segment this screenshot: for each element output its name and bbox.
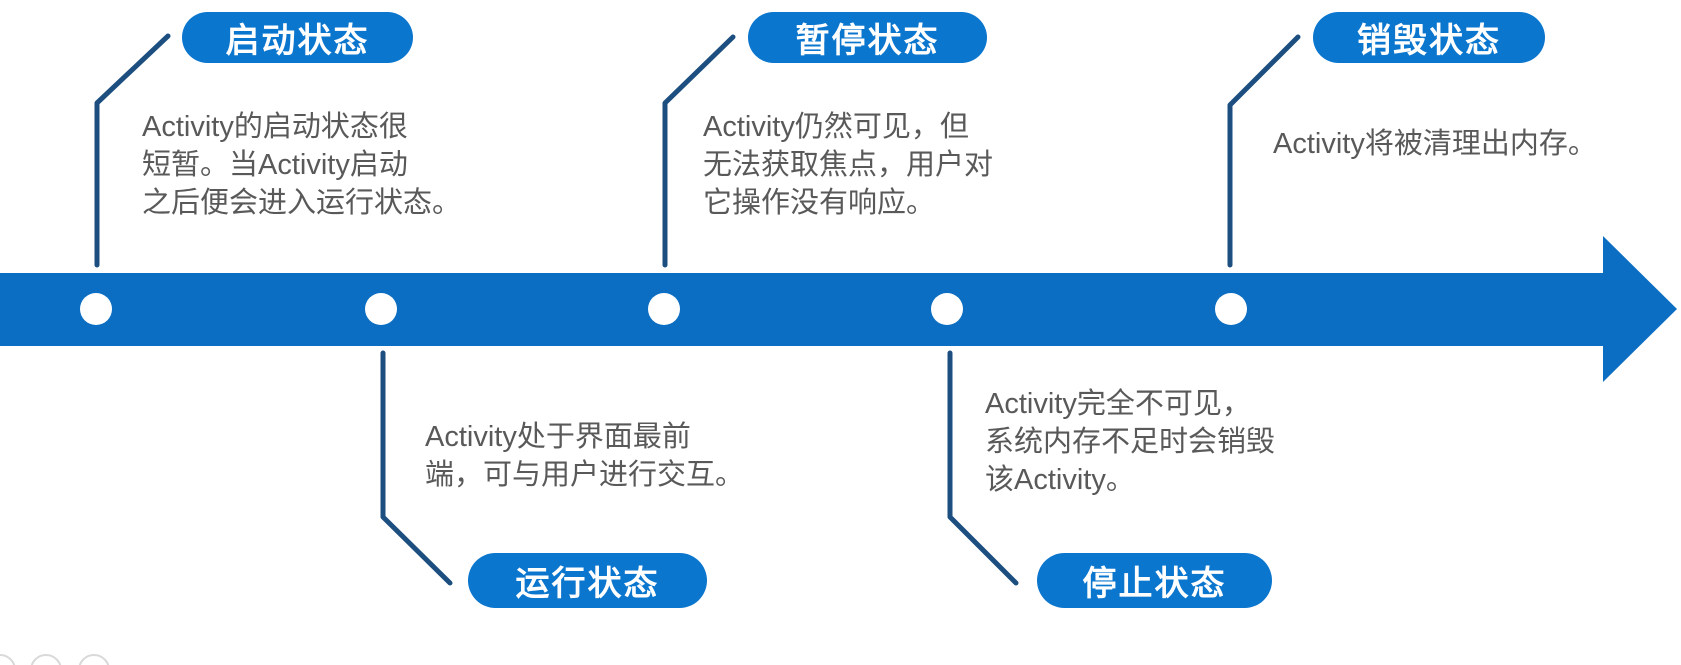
- connector-running-state: [380, 350, 453, 586]
- desc-paused-state: Activity仍然可见，但 无法获取焦点，用户对 它操作没有响应。: [703, 108, 993, 222]
- connector-start-state: [94, 33, 171, 268]
- desc-line: Activity的启动状态很: [142, 111, 408, 143]
- desc-line: Activity处于界面最前: [425, 421, 691, 453]
- timeline-dot-4: [931, 293, 963, 325]
- connector-destroyed-state: [1227, 34, 1301, 268]
- desc-line: 无法获取焦点，用户对: [703, 149, 994, 181]
- pill-stopped-state: 停止状态: [1037, 553, 1272, 608]
- desc-stopped-state: Activity完全不可见， 系统内存不足时会销毁 该Activity。: [985, 385, 1275, 499]
- desc-line: Activity将被清理出内存。: [1273, 128, 1597, 160]
- timeline-arrowhead-icon: [1603, 236, 1677, 382]
- desc-running-state: Activity处于界面最前 端，可与用户进行交互。: [425, 418, 744, 494]
- pill-paused-state: 暂停状态: [748, 12, 987, 63]
- deco-circle-1: [0, 654, 16, 665]
- desc-line: 端，可与用户进行交互。: [425, 459, 745, 491]
- desc-line: 该Activity。: [985, 464, 1135, 496]
- timeline-dot-5: [1215, 293, 1247, 325]
- desc-destroyed-state: Activity将被清理出内存。: [1273, 125, 1597, 163]
- desc-line: Activity仍然可见，但: [703, 111, 969, 143]
- deco-circle-2: [30, 654, 62, 665]
- desc-line: 之后便会进入运行状态。: [142, 187, 462, 219]
- pill-destroyed-state: 销毁状态: [1313, 12, 1545, 63]
- timeline-dot-3: [648, 293, 680, 325]
- desc-start-state: Activity的启动状态很 短暂。当Activity启动 之后便会进入运行状态…: [142, 108, 461, 222]
- pill-start-state: 启动状态: [182, 12, 413, 63]
- timeline-band: [0, 273, 1604, 346]
- connector-stopped-state: [947, 350, 1019, 586]
- desc-line: 系统内存不足时会销毁: [985, 426, 1276, 458]
- timeline-dot-2: [365, 293, 397, 325]
- timeline-dot-1: [80, 293, 112, 325]
- pill-running-state: 运行状态: [468, 553, 707, 608]
- desc-line: 短暂。当Activity启动: [142, 149, 408, 181]
- desc-line: Activity完全不可见，: [985, 388, 1251, 420]
- connector-paused-state: [662, 34, 736, 268]
- desc-line: 它操作没有响应。: [703, 187, 936, 219]
- deco-circle-3: [78, 654, 110, 665]
